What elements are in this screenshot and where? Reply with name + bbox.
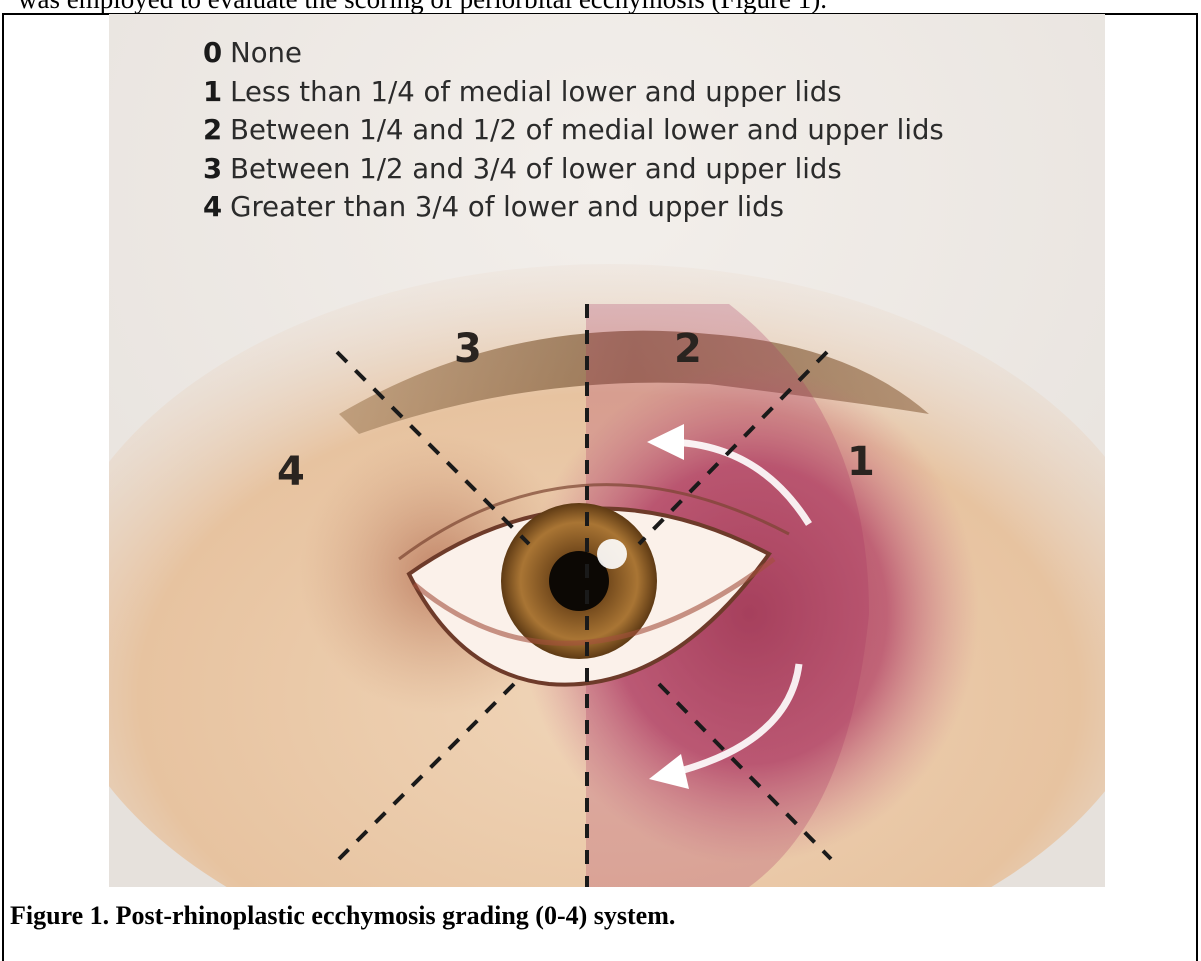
- segment-label-3: 3: [454, 326, 482, 372]
- segment-label-2: 2: [674, 326, 702, 372]
- segment-label-1: 1: [847, 439, 875, 485]
- segment-label-4: 4: [277, 449, 305, 495]
- grade-description: Between 1/2 and 3/4 of lower and upper l…: [230, 153, 842, 185]
- grade-description: None: [230, 37, 302, 69]
- grade-number: 4: [203, 191, 222, 223]
- grade-description: Less than 1/4 of medial lower and upper …: [230, 76, 841, 108]
- grade-number: 2: [203, 114, 222, 146]
- grade-number: 0: [203, 37, 222, 69]
- grade-number: 1: [203, 76, 222, 108]
- grade-description: Between 1/4 and 1/2 of medial lower and …: [230, 114, 944, 146]
- figure-caption: Figure 1. Post-rhinoplastic ecchymosis g…: [10, 901, 675, 931]
- grade-description: Greater than 3/4 of lower and upper lids: [230, 191, 784, 223]
- grade-number: 3: [203, 153, 222, 185]
